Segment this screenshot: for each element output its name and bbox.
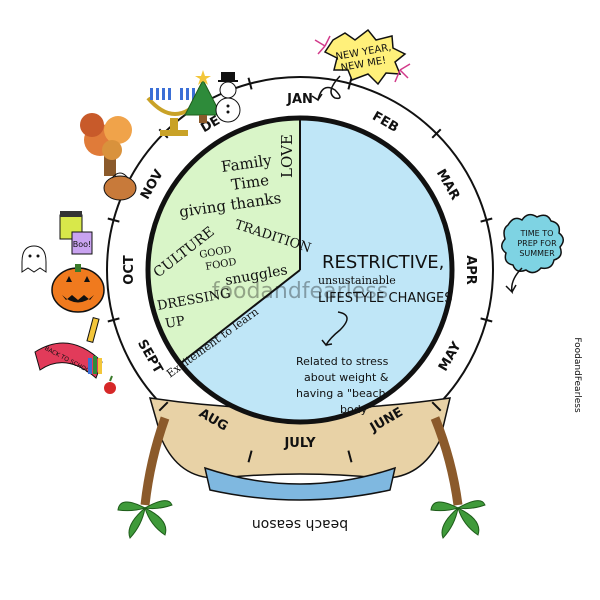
water	[203, 466, 397, 501]
beach-scene: beach season	[117, 397, 486, 539]
new-year-bubble: NEW YEAR, NEW ME!	[311, 28, 411, 102]
pencil-icon	[86, 317, 100, 343]
divider-bottom	[179, 269, 301, 365]
month-label-nov: NOV	[138, 167, 167, 202]
burst-shape	[323, 28, 407, 86]
fall-segment	[147, 117, 300, 364]
word-time: Time	[230, 171, 270, 194]
new-year-arrow-icon	[311, 75, 341, 102]
boo-sign-icon: Boo!	[71, 231, 93, 255]
month-label-sept: SEPT	[134, 337, 165, 376]
wheel	[145, 115, 455, 425]
palm-leaves-left-icon	[117, 500, 173, 539]
month-label-mar: MAR	[433, 167, 462, 203]
palm-trunk-right	[430, 416, 463, 506]
back-to-school-banner: BACK TO SCHOOL	[34, 342, 103, 379]
month-tick	[347, 450, 353, 463]
scallop-shape	[501, 213, 564, 274]
month-tick	[480, 317, 493, 323]
christmas-tree-icon	[184, 70, 222, 123]
swirl-arrow-icon	[321, 311, 348, 347]
month-tick	[431, 128, 442, 139]
summer-text-line1: TIME TO	[520, 229, 554, 238]
wheel-rim	[145, 115, 455, 425]
month-tick	[107, 317, 120, 323]
summer-text-line2: PREP FOR	[517, 239, 557, 248]
month-label-apr: APR	[463, 255, 478, 285]
month-tick	[247, 77, 253, 90]
apple-icon	[104, 375, 116, 394]
turkey-icon	[103, 172, 137, 201]
stress-note-line3: having a "beach	[296, 387, 386, 400]
spring-text: RESTRICTIVE, unsustainable LIFESTYLE CHA…	[296, 252, 453, 416]
word-food: FOOD	[205, 257, 238, 273]
watermark-text: foodandfearless	[212, 279, 388, 304]
pumpkin-icon	[51, 264, 105, 313]
snowman-icon	[215, 72, 241, 123]
unsustainable-sub: unsustainable	[318, 274, 396, 287]
word-up: UP	[164, 314, 186, 332]
month-tick	[107, 217, 120, 223]
month-label-july: JULY	[283, 436, 316, 451]
stress-note-line4: body"	[340, 403, 372, 416]
stress-note-line1: Related to stress	[296, 355, 389, 368]
month-tick	[431, 401, 442, 412]
summer-bubble: TIME TO PREP FOR SUMMER	[501, 213, 564, 295]
credit-text: FoodandFearless	[572, 337, 582, 413]
word-love: LOVE	[278, 134, 296, 178]
lifestyle-heading: LIFESTYLE CHANGES	[318, 291, 453, 306]
boo-text: Boo!	[73, 240, 91, 249]
palm-leaves-right-icon	[430, 500, 486, 539]
month-tick	[158, 401, 169, 412]
month-tick	[347, 77, 353, 90]
spring-segment	[180, 118, 452, 422]
beach-season-label: beach season	[252, 516, 348, 532]
month-label-feb: FEB	[370, 109, 401, 136]
ghost-icon	[21, 245, 47, 273]
crayons-icon	[88, 356, 102, 374]
restrictive-heading: RESTRICTIVE,	[322, 252, 444, 273]
month-tick	[480, 217, 493, 223]
halloween-decor: Boo! BACK TO SCHOOL	[21, 211, 116, 394]
summer-arrow-icon	[505, 267, 523, 295]
month-label-jan: JAN	[286, 92, 313, 107]
month-tick	[247, 450, 253, 463]
month-label-oct: OCT	[122, 255, 137, 285]
palm-trunk-left	[140, 416, 170, 506]
december-decor	[80, 70, 241, 201]
firework-icon	[314, 35, 411, 83]
month-label-may: MAY	[436, 339, 465, 374]
summer-text-line3: SUMMER	[519, 249, 555, 258]
autumn-tree-icon	[80, 113, 132, 176]
stress-note-line2: about weight &	[304, 371, 389, 384]
